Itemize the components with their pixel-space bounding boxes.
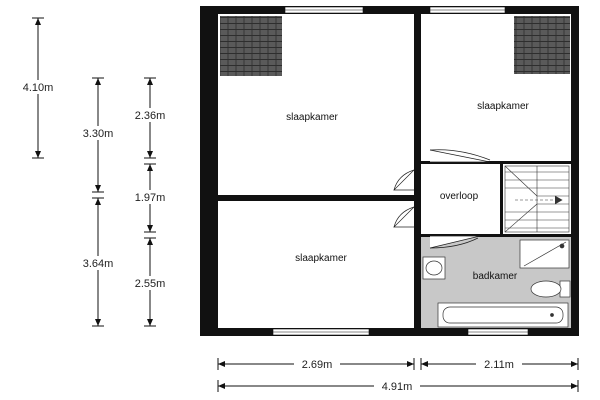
dim-lower-height: 3.64m bbox=[83, 258, 114, 270]
toilet-icon bbox=[530, 280, 571, 298]
room-label-bedroom-top-right: slaapkamer bbox=[477, 101, 529, 112]
dim-middle-depth: 1.97m bbox=[135, 192, 166, 204]
sink-icon bbox=[422, 256, 446, 280]
dim-upper-height: 3.30m bbox=[83, 128, 114, 140]
dim-total-width: 4.91m bbox=[382, 381, 413, 393]
roof-window-icon bbox=[514, 16, 570, 74]
dim-left-width: 2.69m bbox=[302, 359, 333, 371]
window-icon bbox=[284, 6, 506, 14]
dimension-arrows-horizontal bbox=[218, 361, 578, 389]
staircase-icon bbox=[504, 165, 570, 233]
roof-window-icon bbox=[220, 16, 282, 76]
room-label-bedroom-bottom-left: slaapkamer bbox=[295, 253, 347, 264]
room-label-bedroom-top-left: slaapkamer bbox=[286, 112, 338, 123]
window-icon bbox=[272, 328, 529, 336]
dim-upper-room-depth: 2.36m bbox=[135, 110, 166, 122]
shower-icon bbox=[519, 239, 570, 269]
door-swing-icon bbox=[393, 149, 491, 249]
room-label-landing: overloop bbox=[440, 191, 479, 202]
dim-lower-room-depth: 2.55m bbox=[135, 278, 166, 290]
dimension-arrows bbox=[35, 18, 153, 326]
dim-total-height: 4.10m bbox=[23, 82, 54, 94]
room-label-bathroom: badkamer bbox=[473, 271, 518, 282]
dim-right-width: 2.11m bbox=[484, 359, 514, 371]
bathtub-icon bbox=[437, 302, 569, 328]
